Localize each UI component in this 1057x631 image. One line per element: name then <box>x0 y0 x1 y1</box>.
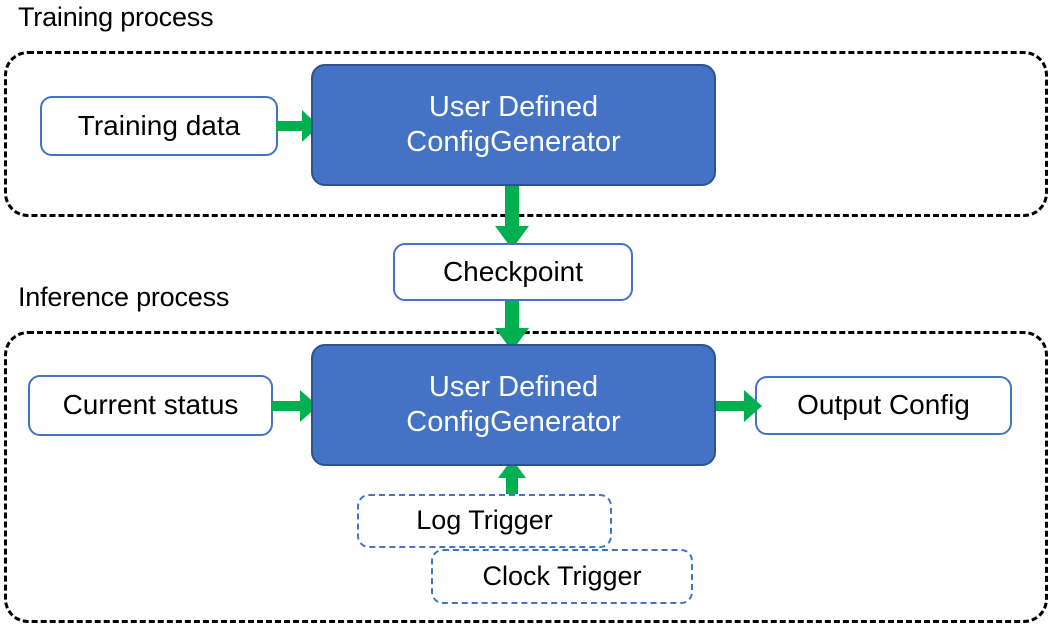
node-udcg-inference-line2: ConfigGenerator <box>406 406 621 438</box>
arrow-triggers-to-generator <box>498 459 526 507</box>
inference-process-label: Inference process <box>18 282 230 312</box>
node-output-config[interactable]: Output Config <box>755 376 1012 435</box>
training-process-container <box>4 51 1048 217</box>
node-udcg-training-text: User Defined ConfigGenerator <box>406 90 620 161</box>
arrow-generator-to-output-config <box>713 390 762 422</box>
arrow-training-data-to-generator <box>276 110 319 142</box>
node-training-data-label: Training data <box>77 109 241 141</box>
node-checkpoint-label: Checkpoint <box>442 255 584 287</box>
node-current-status[interactable]: Current status <box>28 375 273 436</box>
inference-process-container <box>4 331 1048 623</box>
node-udcg-training-line2: ConfigGenerator <box>406 126 621 158</box>
node-output-config-label: Output Config <box>797 389 970 421</box>
node-clock-trigger[interactable]: Clock Trigger <box>431 549 693 604</box>
node-log-trigger[interactable]: Log Trigger <box>357 494 612 548</box>
node-training-data[interactable]: Training data <box>40 96 278 156</box>
node-udcg-training-line1: User Defined <box>428 90 599 123</box>
arrow-generator-to-checkpoint <box>495 180 529 249</box>
training-process-label: Training process <box>18 2 214 32</box>
arrow-checkpoint-to-generator <box>495 296 529 351</box>
node-user-defined-configgenerator-inference[interactable]: User Defined ConfigGenerator <box>311 344 716 466</box>
node-udcg-inference-line1: User Defined <box>428 370 599 403</box>
node-udcg-inference-text: User Defined ConfigGenerator <box>406 370 620 441</box>
node-log-trigger-label: Log Trigger <box>416 505 553 536</box>
node-clock-trigger-label: Clock Trigger <box>482 560 642 591</box>
arrow-current-status-to-generator <box>271 390 318 422</box>
node-current-status-label: Current status <box>62 389 239 421</box>
node-user-defined-configgenerator-training[interactable]: User Defined ConfigGenerator <box>311 64 716 186</box>
node-checkpoint[interactable]: Checkpoint <box>393 243 633 301</box>
